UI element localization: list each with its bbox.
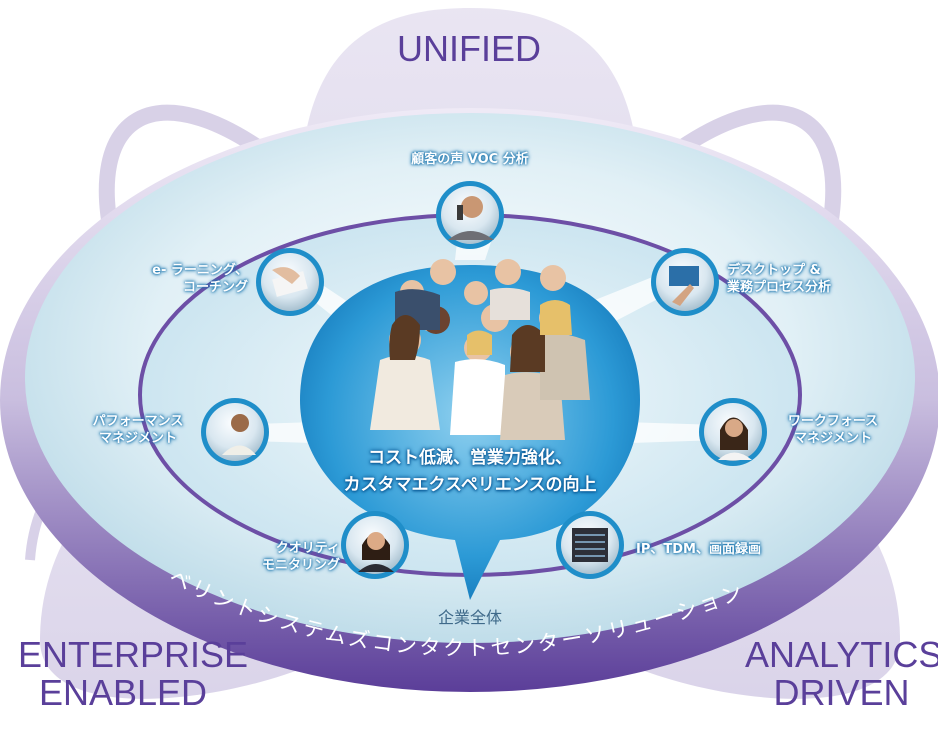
label-unified: UNIFIED [397, 28, 541, 69]
label-workforce-line1: ワークフォース [787, 414, 879, 429]
label-voc-line1: 顧客の声 VOC 分析 [411, 152, 529, 167]
server-rack-icon [572, 528, 608, 562]
node-quality [341, 511, 409, 579]
label-desktop-line1: デスクトップ & [727, 263, 821, 278]
node-workforce [699, 398, 767, 466]
label-enterprise-enabled: ENTERPRISE ENABLED [18, 634, 249, 713]
pointing-finger-icon [672, 284, 694, 306]
node-voc [436, 181, 504, 249]
label-elearning-line1: e- ラーニング、 [152, 263, 248, 278]
label-quality: クオリティ モニタリング [222, 540, 340, 574]
phone-call-person-icon [461, 196, 483, 218]
label-elearning: e- ラーニング、 コーチング [118, 262, 248, 296]
label-desktop: デスクトップ & 業務プロセス分析 [727, 262, 857, 296]
label-enterprise-line2: ENABLED [38, 672, 208, 713]
label-performance-line2: マネジメント [98, 431, 177, 446]
node-performance [201, 398, 269, 466]
node-desktop [651, 248, 719, 316]
label-voc: 顧客の声 VOC 分析 [400, 151, 540, 168]
center-message-line1: コスト低減、営業力強化、 [368, 448, 572, 468]
headset-agent-icon [725, 419, 743, 437]
label-recording: IP、TDM、画面録画 [636, 541, 796, 558]
label-workforce: ワークフォース マネジメント [773, 413, 893, 447]
node-recording [556, 511, 624, 579]
headset-agent-icon-2 [367, 532, 385, 550]
label-quality-line1: クオリティ [275, 541, 340, 556]
label-analytics-line2: DRIVEN [773, 672, 910, 712]
hand-writing-icon [272, 267, 300, 284]
label-performance: パフォーマンス マネジメント [78, 413, 198, 447]
company-wide-label: 企業全体 [437, 608, 502, 627]
center-message-line2: カスタマエクスペリエンスの向上 [343, 475, 597, 495]
team-group-photo [370, 259, 590, 440]
label-elearning-line2: コーチング [182, 280, 248, 295]
presenter-person-icon [231, 414, 249, 432]
label-quality-line2: モニタリング [261, 558, 340, 573]
label-enterprise-line1: ENTERPRISE [18, 634, 249, 675]
label-workforce-line2: マネジメント [793, 431, 872, 446]
label-analytics-driven: ANALYTICS DRIVEN [745, 636, 938, 712]
label-desktop-line2: 業務プロセス分析 [727, 280, 832, 295]
label-recording-line1: IP、TDM、画面録画 [636, 542, 761, 557]
label-performance-line1: パフォーマンス [92, 414, 184, 429]
node-elearning [256, 248, 324, 316]
label-analytics-line1: ANALYTICS [745, 636, 938, 675]
